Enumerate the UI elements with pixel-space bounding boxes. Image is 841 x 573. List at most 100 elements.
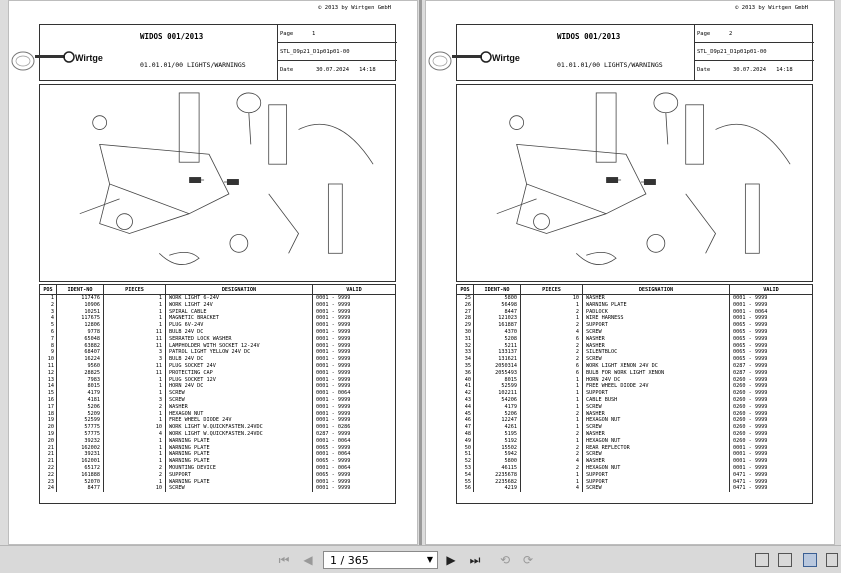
cell-pos: 51 xyxy=(457,451,474,459)
cell-pos: 45 xyxy=(457,410,474,418)
cell-pos: 49 xyxy=(457,437,474,445)
cell-ident: 4261 xyxy=(474,424,521,431)
rotate-left-icon[interactable]: ⟲ xyxy=(499,553,511,567)
cell-pos: 43 xyxy=(457,396,474,404)
cell-valid: 0001 - 9999 xyxy=(733,301,768,308)
cell-designation: HORN 24V DC xyxy=(583,376,730,384)
cell-pieces: 1 xyxy=(521,403,583,411)
cell-pieces: 6 xyxy=(521,335,583,343)
next-page-icon[interactable]: ▶ xyxy=(446,553,456,567)
svg-text:Wirtgen: Wirtgen xyxy=(492,53,520,63)
table-header-row: POS IDENT-NO PIECES DESIGNATION VALID xyxy=(457,285,812,295)
cell-ident: 15502 xyxy=(474,444,521,452)
cell-pos: 47 xyxy=(457,424,474,431)
single-page-view-icon[interactable] xyxy=(755,553,769,567)
continuous-view-icon[interactable] xyxy=(778,553,792,567)
cell-pos: 19 xyxy=(40,417,57,425)
page-header: WIDOS 001/2013 01.01.01/00 LIGHTS/WARNIN… xyxy=(39,5,397,81)
copyright-text: © 2013 by Wirtgen GmbH xyxy=(318,5,391,11)
cell-pos: 11 xyxy=(40,362,57,370)
cell-designation: WASHER xyxy=(583,335,730,343)
cell-valid: 0001 - 9999 xyxy=(733,295,768,301)
cell-designation: WARNING PLATE xyxy=(166,451,313,459)
cell-pieces: 1 xyxy=(104,308,166,316)
time-value: 14:18 xyxy=(359,67,376,73)
cell-ident: 5211 xyxy=(474,342,521,350)
cell-pieces: 1 xyxy=(104,458,166,465)
cell-pieces: 2 xyxy=(521,356,583,363)
cell-ident: 162001 xyxy=(57,458,104,465)
two-page-continuous-view-icon[interactable] xyxy=(826,553,838,567)
cell-ident: 5192 xyxy=(474,437,521,445)
page-selector[interactable]: 1 / 365 ▼ xyxy=(323,551,438,569)
cell-pieces: 1 xyxy=(104,376,166,384)
rotate-right-icon[interactable]: ⟳ xyxy=(522,553,534,567)
cell-pos: 50 xyxy=(457,444,474,452)
chevron-down-icon: ▼ xyxy=(426,555,433,564)
cell-pieces: 11 xyxy=(104,335,166,343)
last-page-icon[interactable]: ⏭ xyxy=(469,552,481,567)
cell-pieces: 1 xyxy=(521,376,583,384)
cell-pieces: 4 xyxy=(104,430,166,438)
cell-ident: 39231 xyxy=(57,451,104,459)
cell-designation: SCREW xyxy=(583,451,730,459)
first-page-icon[interactable]: ⏮ xyxy=(278,552,290,567)
cell-pieces: 1 xyxy=(104,478,166,486)
two-page-view-icon[interactable] xyxy=(803,553,817,567)
cell-pos: 34 xyxy=(457,356,474,363)
cell-pos: 35 xyxy=(457,362,474,370)
date-label: Date xyxy=(697,67,711,73)
cell-designation: WORK LIGHT W.QUICKFASTEN.24VDC xyxy=(166,430,313,438)
cell-ident: 9560 xyxy=(57,362,104,370)
cell-pieces: 1 xyxy=(104,322,166,329)
cell-ident: 4370 xyxy=(474,328,521,336)
cell-pieces: 1 xyxy=(104,383,166,391)
cell-ident: 161887 xyxy=(474,322,521,329)
cell-valid: 0001 - 9999 xyxy=(316,485,351,492)
cell-valid: 0260 - 9999 xyxy=(733,383,768,390)
cell-designation: PLUG 6V-24V xyxy=(166,322,313,329)
cell-ident: 8477 xyxy=(57,485,104,493)
cell-pos: 22 xyxy=(40,464,57,472)
col-header-valid: VALID xyxy=(346,286,362,293)
cell-ident: 131621 xyxy=(474,356,521,363)
cell-pieces: 1 xyxy=(521,424,583,431)
cell-valid: 0260 - 9999 xyxy=(733,410,768,417)
cell-designation: LAMPHOLDER WITH SOCKET 12-24V xyxy=(166,342,313,350)
cell-pieces: 2 xyxy=(521,308,583,316)
cell-pieces: 1 xyxy=(521,383,583,391)
cell-designation: HEXAGON NUT xyxy=(583,437,730,445)
cell-designation: BULB FOR WORK LIGHT XENON xyxy=(583,369,730,377)
cell-pieces: 2 xyxy=(521,349,583,357)
cell-designation: SCREW xyxy=(166,390,313,397)
cell-ident: 10906 xyxy=(57,301,104,309)
col-header-designation: DESIGNATION xyxy=(166,285,313,294)
cell-pos: 20 xyxy=(40,437,57,445)
previous-page-icon[interactable]: ◀ xyxy=(303,553,313,567)
cell-pos: 28 xyxy=(457,315,474,323)
cell-valid: 0001 - 9999 xyxy=(316,403,351,410)
cell-designation: HEXAGON NUT xyxy=(583,464,730,472)
cell-pos: 6 xyxy=(40,328,57,336)
cell-designation: SILENTBLOC xyxy=(583,349,730,357)
cell-designation: BULB 24V DC xyxy=(166,356,313,363)
cell-pieces: 1 xyxy=(521,417,583,425)
cell-valid: 0471 - 9999 xyxy=(733,471,768,478)
